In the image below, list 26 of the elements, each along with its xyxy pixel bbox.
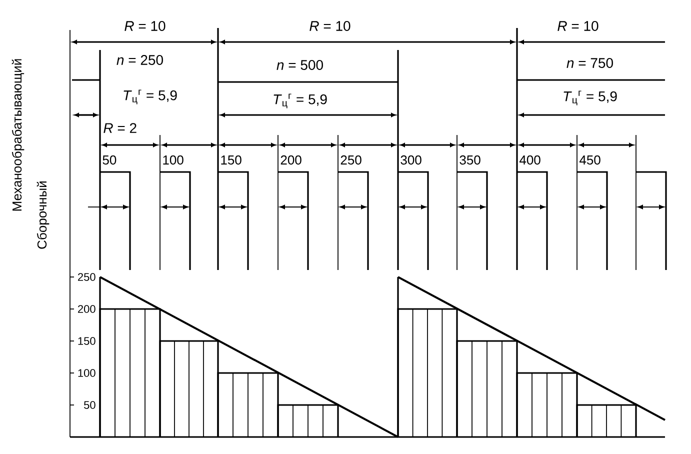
dimension-label: 350 <box>458 154 482 166</box>
dimension-label: T$_{ц}$$^{г}$ = 5,9 <box>124 90 177 104</box>
dimension-label: 150 <box>219 154 243 166</box>
dimension-label: 400 <box>518 154 542 166</box>
tick-label: 50 <box>84 401 96 409</box>
dimension-label: 450 <box>578 154 602 166</box>
dimension-label: 200 <box>279 154 303 166</box>
dimension-label: T$_{ц}$$^{г}$ = 5,9 <box>274 94 327 108</box>
dimension-label: R = 10 <box>124 21 166 31</box>
tick-label: 250 <box>78 273 96 281</box>
dimension-label: n = 500 <box>276 60 323 70</box>
tick-label: 200 <box>78 305 96 313</box>
dimension-label: 300 <box>399 154 423 166</box>
dimension-label: R = 10 <box>310 21 350 31</box>
dimension-label: R = 2 <box>104 123 136 133</box>
tick-label: 100 <box>78 369 96 377</box>
tick-label: 150 <box>78 337 96 345</box>
dimension-label: 50 <box>101 154 118 166</box>
dimension-label: R = 10 <box>558 21 598 31</box>
dimension-label: n = 750 <box>566 58 613 68</box>
dimension-label: T$_{ц}$$^{г}$ = 5,9 <box>564 90 617 106</box>
axis-title: Механообрабатывающий <box>12 59 24 211</box>
dimension-label: 250 <box>339 154 363 166</box>
axis-title: Сборочный <box>36 181 50 249</box>
dimension-label: 100 <box>161 154 185 166</box>
dimension-label: n = 250 <box>116 55 163 65</box>
